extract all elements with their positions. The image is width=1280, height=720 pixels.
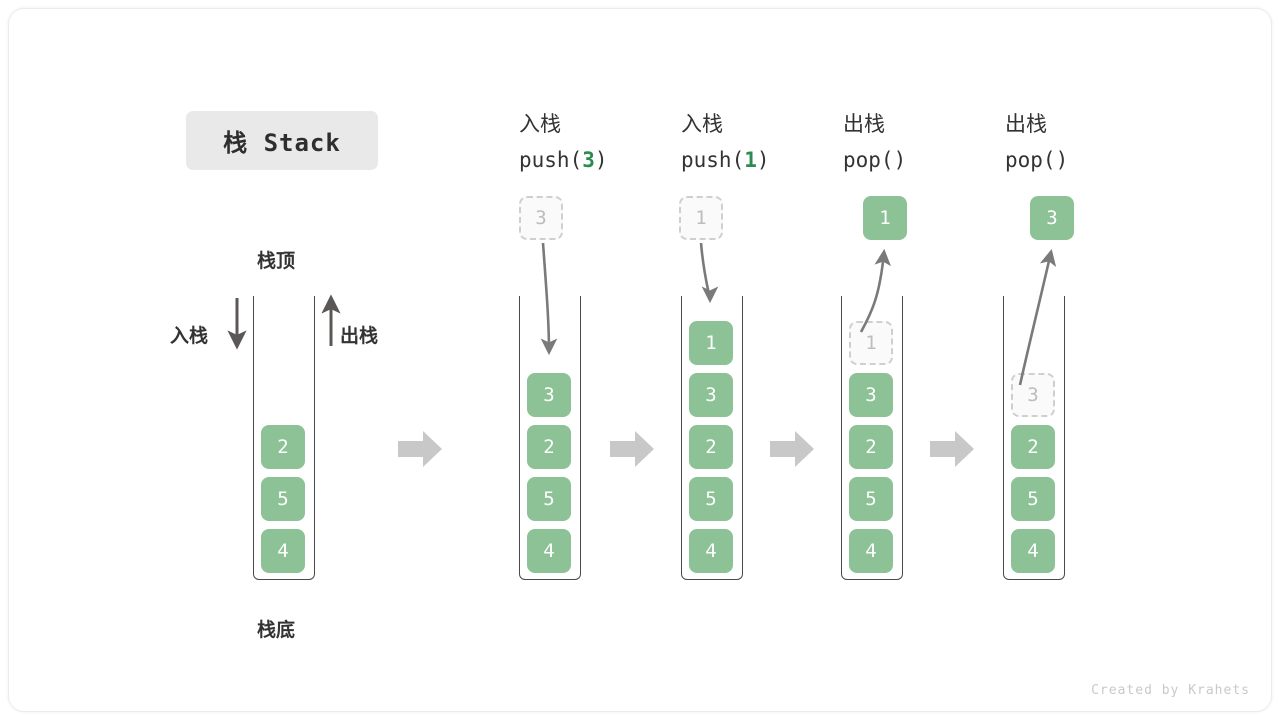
figure-title: 栈 Stack (186, 111, 378, 170)
step-op-prefix-2: push( (681, 148, 745, 172)
stack-container-4 (1003, 296, 1065, 580)
step-header-1: 入栈 push(3) (519, 106, 608, 178)
floating-cell-2: 1 (679, 196, 723, 240)
step-op-suffix-3: ) (893, 148, 907, 172)
stack-cell: 5 (261, 477, 305, 521)
step-separator-arrow-4 (928, 427, 976, 471)
step-op-prefix-1: push( (519, 148, 583, 172)
step-title-2: 入栈 (681, 112, 723, 136)
floating-cell-1: 3 (519, 196, 563, 240)
stack-cell: 1 (849, 321, 893, 365)
stack-container-1 (519, 296, 581, 580)
stack-container-base (253, 296, 315, 580)
stack-cell: 3 (689, 373, 733, 417)
stack-cell: 1 (689, 321, 733, 365)
stack-cell: 2 (1011, 425, 1055, 469)
stack-container-3 (841, 296, 903, 580)
stack-cell: 3 (527, 373, 571, 417)
step-header-3: 出栈 pop() (843, 106, 906, 178)
stack-cell: 3 (1011, 373, 1055, 417)
step-separator-arrow-2 (608, 427, 656, 471)
step-separator-arrow-1 (396, 427, 444, 471)
stack-cell: 2 (849, 425, 893, 469)
stack-cell: 4 (849, 529, 893, 573)
step-op-value-2: 1 (744, 148, 757, 172)
stack-cell: 2 (261, 425, 305, 469)
step-title-1: 入栈 (519, 112, 561, 136)
step-separator-arrow-3 (768, 427, 816, 471)
step-op-prefix-4: pop( (1005, 148, 1056, 172)
step-op-prefix-3: pop( (843, 148, 894, 172)
step-op-value-1: 3 (582, 148, 595, 172)
stack-cell: 4 (1011, 529, 1055, 573)
step-title-3: 出栈 (843, 112, 885, 136)
floating-cell-3: 1 (863, 196, 907, 240)
stack-cell: 5 (689, 477, 733, 521)
stack-container-2 (681, 296, 743, 580)
step-op-suffix-4: ) (1055, 148, 1069, 172)
push-direction-label: 入栈 (170, 325, 209, 347)
step-header-2: 入栈 push(1) (681, 106, 770, 178)
stack-bottom-label: 栈底 (257, 619, 296, 641)
step-title-4: 出栈 (1005, 112, 1047, 136)
floating-cell-4: 3 (1030, 196, 1074, 240)
stack-cell: 4 (261, 529, 305, 573)
pop-direction-label: 出栈 (340, 325, 379, 347)
stack-cell: 4 (527, 529, 571, 573)
stack-cell: 3 (849, 373, 893, 417)
stack-cell: 2 (689, 425, 733, 469)
footer-credit: Created by Krahets (1091, 683, 1250, 698)
stack-cell: 4 (689, 529, 733, 573)
step-op-suffix-1: ) (594, 148, 608, 172)
step-header-4: 出栈 pop() (1005, 106, 1068, 178)
stack-cell: 5 (849, 477, 893, 521)
stack-cell: 2 (527, 425, 571, 469)
step-op-suffix-2: ) (756, 148, 770, 172)
stack-top-label: 栈顶 (257, 250, 296, 272)
stack-cell: 5 (1011, 477, 1055, 521)
stack-cell: 5 (527, 477, 571, 521)
